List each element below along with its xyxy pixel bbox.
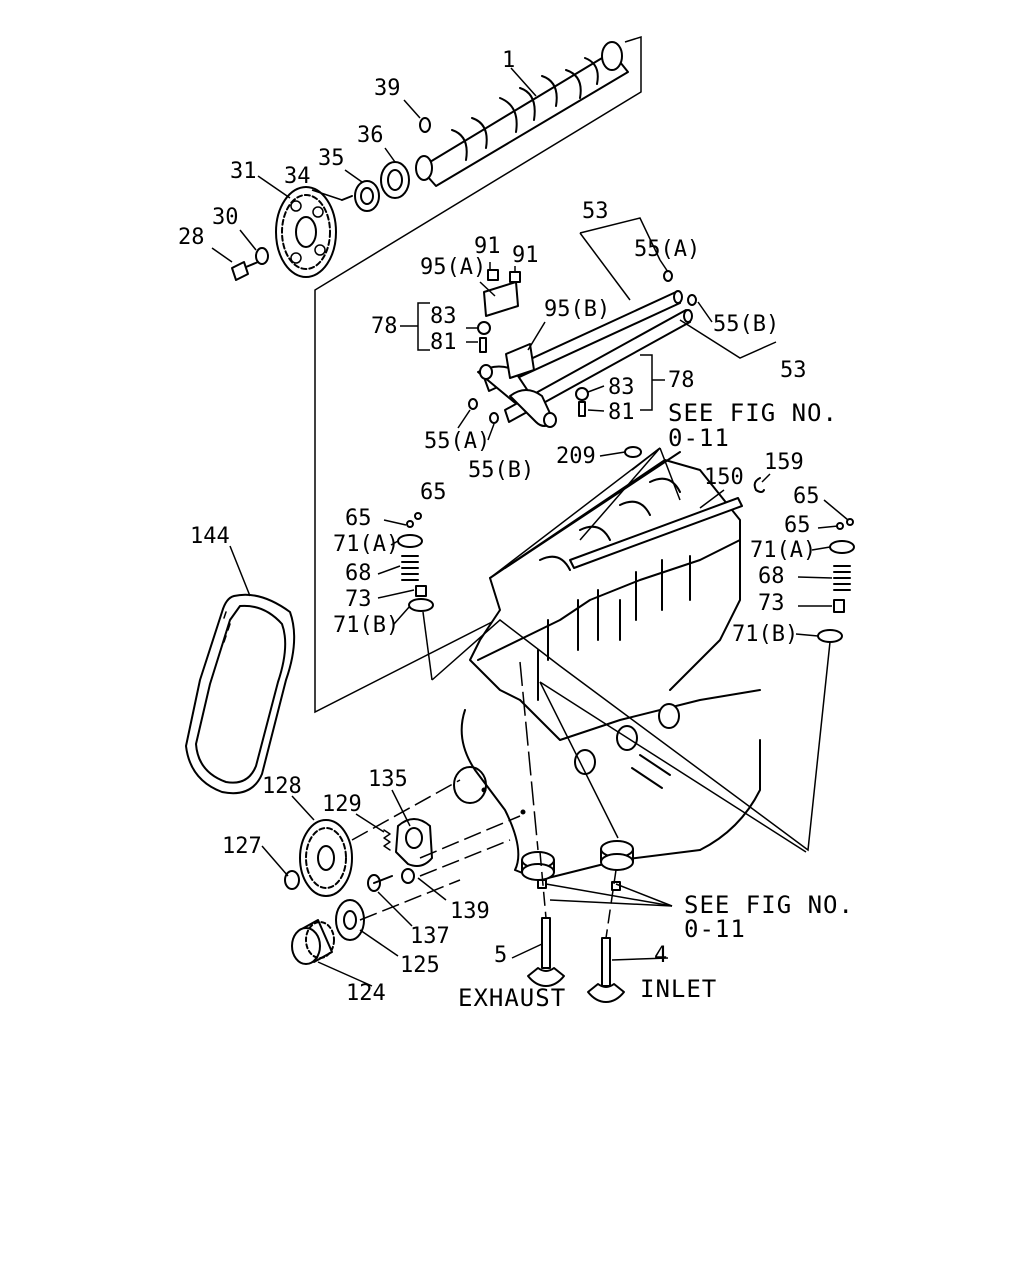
label-91-a: 91 xyxy=(474,234,501,259)
washer-209 xyxy=(624,446,642,458)
label-129: 129 xyxy=(322,792,362,817)
leader-lines xyxy=(211,67,849,987)
label-28: 28 xyxy=(178,225,205,250)
spring-129 xyxy=(383,829,391,851)
bolt-137 xyxy=(367,874,393,892)
label-inlet: INLET xyxy=(640,975,717,1003)
bracket-95b xyxy=(505,343,535,379)
label-124: 124 xyxy=(346,981,386,1006)
label-81-right: 81 xyxy=(608,400,635,425)
pulley-125 xyxy=(335,899,365,941)
label-65-right-upper: 65 xyxy=(793,484,820,509)
see-fig-top-line2: 0-11 xyxy=(668,424,730,452)
label-83-left: 83 xyxy=(430,304,457,329)
label-144: 144 xyxy=(190,524,230,549)
label-209: 209 xyxy=(556,444,596,469)
label-71a-right: 71(A) xyxy=(750,538,816,563)
label-5: 5 xyxy=(494,943,507,968)
rocker-arm-right xyxy=(509,389,557,428)
label-95b: 95(B) xyxy=(544,297,610,322)
bolt-28 xyxy=(231,261,259,281)
oil-pipe-150 xyxy=(569,497,743,569)
clip-159 xyxy=(753,477,765,493)
tensioner-135 xyxy=(395,818,433,867)
label-53-right: 53 xyxy=(780,358,807,383)
label-exhaust: EXHAUST xyxy=(458,984,566,1012)
label-159: 159 xyxy=(764,450,804,475)
valve-spring-stack-left xyxy=(397,512,434,612)
nut-83-left xyxy=(477,321,491,335)
label-34: 34 xyxy=(284,164,311,189)
label-65-left-upper: 65 xyxy=(420,480,447,505)
valve-seal-inlet xyxy=(611,881,621,891)
nut-127 xyxy=(284,870,300,890)
label-39: 39 xyxy=(374,76,401,101)
bracket-95a xyxy=(483,281,519,317)
label-150: 150 xyxy=(704,465,744,490)
label-35: 35 xyxy=(318,146,345,171)
washer-30 xyxy=(255,247,269,265)
label-31: 31 xyxy=(230,159,257,184)
label-55b-bottom: 55(B) xyxy=(468,458,534,483)
label-73-right: 73 xyxy=(758,591,785,616)
valve-inlet-4 xyxy=(587,937,625,1003)
label-4: 4 xyxy=(654,943,667,968)
valve-spring-stack-right xyxy=(817,518,855,643)
label-128: 128 xyxy=(262,774,302,799)
label-55b-top: 55(B) xyxy=(713,312,779,337)
label-1: 1 xyxy=(502,48,515,73)
label-71b-right: 71(B) xyxy=(732,622,798,647)
label-127: 127 xyxy=(222,834,262,859)
tensioner-mount-lines xyxy=(351,766,526,921)
label-78-right: 78 xyxy=(668,368,695,393)
label-91-b: 91 xyxy=(512,243,539,268)
label-95a: 95(A) xyxy=(420,255,486,280)
label-71b-left: 71(B) xyxy=(333,613,399,638)
nut-83-right xyxy=(575,387,589,401)
valve-guide-inlet xyxy=(600,840,634,871)
camshaft xyxy=(415,41,629,187)
hub-35 xyxy=(354,180,380,212)
label-53-top: 53 xyxy=(582,199,609,224)
label-68-right: 68 xyxy=(758,564,785,589)
label-83-right: 83 xyxy=(608,375,635,400)
label-55a-top: 55(A) xyxy=(634,237,700,262)
camshaft-gear-31 xyxy=(275,186,337,278)
label-73-left: 73 xyxy=(345,587,372,612)
label-30: 30 xyxy=(212,205,239,230)
label-125: 125 xyxy=(400,953,440,978)
pin-34 xyxy=(341,195,353,201)
label-81-left: 81 xyxy=(430,330,457,355)
label-71a-left: 71(A) xyxy=(333,532,399,557)
part-labels: 1 39 36 35 34 31 30 28 53 55(A) 91 91 95… xyxy=(178,48,854,1012)
label-137: 137 xyxy=(410,924,450,949)
label-65-left: 65 xyxy=(345,506,372,531)
valve-exhaust-5 xyxy=(527,917,565,987)
see-fig-top-line1: SEE FIG NO. xyxy=(668,399,838,427)
seal-36 xyxy=(380,161,410,199)
valve-guide-exhaust xyxy=(521,851,555,881)
spacer-139 xyxy=(401,868,415,884)
cylinder-head xyxy=(460,451,761,881)
label-55a-bottom: 55(A) xyxy=(424,429,490,454)
see-fig-bottom-line1: SEE FIG NO. xyxy=(684,891,854,919)
screw-81-left xyxy=(479,337,487,353)
label-135: 135 xyxy=(368,767,408,792)
label-36: 36 xyxy=(357,123,384,148)
pulley-124 xyxy=(291,919,335,965)
see-fig-bottom-line2: 0-11 xyxy=(684,915,746,943)
screw-81-right xyxy=(578,401,586,417)
gear-128 xyxy=(299,819,353,897)
plugs-55 xyxy=(468,270,697,424)
label-68-left: 68 xyxy=(345,561,372,586)
nut-91-a xyxy=(487,269,499,281)
nut-91-b xyxy=(509,271,521,283)
label-139: 139 xyxy=(450,899,490,924)
camshaft-group-bracket xyxy=(314,35,642,714)
label-65-right: 65 xyxy=(784,513,811,538)
washer-39 xyxy=(419,117,431,133)
label-78-left: 78 xyxy=(371,314,398,339)
timing-belt-144 xyxy=(185,593,296,795)
